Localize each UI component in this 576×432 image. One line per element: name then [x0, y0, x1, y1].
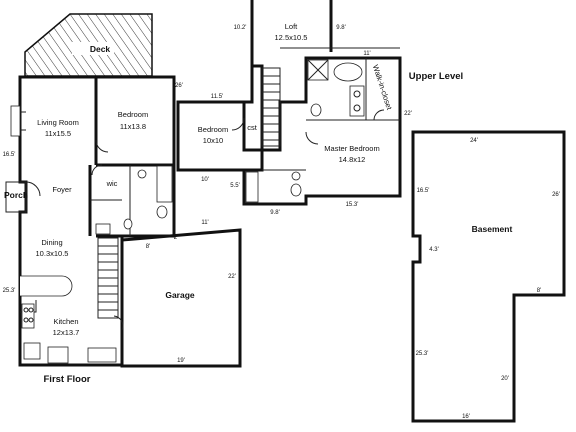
dim-loft-10-2: 10.2' — [234, 25, 247, 31]
kitchen-corner-sink — [23, 342, 41, 360]
dim-base-4-3: 4.3' — [429, 247, 439, 253]
wic-label: wic — [106, 179, 118, 188]
basement-wall — [411, 130, 566, 423]
living-room-label: Living Room — [37, 118, 79, 127]
upper-bedroom-wall — [176, 100, 244, 172]
bathtub — [156, 165, 173, 203]
master-tub — [333, 62, 363, 82]
dim-first-26: 26' — [175, 83, 183, 89]
kitchen-sink — [87, 347, 117, 363]
fireplace — [10, 105, 21, 137]
porch-outline — [5, 181, 27, 213]
dim-base-8: 8' — [537, 288, 541, 294]
hall-tub — [245, 171, 259, 203]
kitchen-size: 12x13.7 — [53, 328, 80, 337]
master-vanity — [349, 85, 365, 117]
dim-upper-22: 22' — [404, 111, 412, 117]
loft-wall — [250, 0, 262, 68]
dim-upper-9-8: 9.8' — [270, 210, 280, 216]
bedroom-upper-size: 10x10 — [203, 136, 223, 145]
garage-label: Garage — [165, 290, 195, 300]
master-door — [305, 131, 319, 145]
walk-in-closet-label: Walk-in-closet — [371, 64, 394, 112]
dim-base-16: 16' — [462, 414, 470, 420]
dim-first-16-5: 16.5' — [3, 152, 16, 158]
dishwasher — [47, 346, 69, 364]
master-bedroom-size: 14.8x12 — [339, 155, 366, 164]
dim-base-25-3: 25.3' — [416, 351, 429, 357]
loft-size: 12.5x10.5 — [275, 33, 308, 42]
loft-label: Loft — [285, 22, 298, 31]
kitchen-label: Kitchen — [53, 317, 78, 326]
basement: Basement 24' 16.5' 26' 4.3' 8' 25.3' 20'… — [411, 130, 566, 423]
dim-upper-15-3: 15.3' — [346, 202, 359, 208]
dim-first-22: 22' — [228, 274, 236, 280]
foyer-label: Foyer — [52, 185, 72, 194]
bedroom-door — [95, 139, 109, 153]
upper-level: Loft 12.5x10.5 Bedroom 10x10 cst Walk-in… — [176, 0, 463, 216]
hall-bath-toilet — [290, 183, 302, 197]
dim-first-25-3: 25.3' — [3, 288, 16, 294]
upper-level-title: Upper Level — [409, 71, 463, 82]
washer — [95, 223, 111, 235]
bedroom-first-size: 11x13.8 — [120, 122, 146, 131]
toilet — [156, 205, 168, 219]
dim-base-26: 26' — [552, 192, 560, 198]
dim-loft-9-8: 9.8' — [336, 25, 346, 31]
dim-upper-11: 11' — [363, 51, 370, 57]
master-toilet — [310, 103, 322, 117]
bedroom-upper-label: Bedroom — [198, 125, 228, 134]
dim-upper-11-5: 11.5' — [211, 94, 223, 100]
dim-base-24: 24' — [470, 138, 478, 144]
deck-label-bg — [72, 42, 114, 55]
dim-first-19: 19' — [177, 358, 185, 364]
dining-size: 10.3x10.5 — [36, 249, 69, 258]
master-bedroom-label: Master Bedroom — [324, 144, 379, 153]
garage-door-swing — [113, 315, 124, 331]
upper-stairs — [261, 67, 281, 147]
first-floor-stairs — [97, 237, 119, 319]
dining-label: Dining — [41, 238, 62, 247]
garage-wall — [120, 228, 242, 368]
dim-base-20: 20' — [501, 376, 509, 382]
stove — [21, 303, 35, 329]
kitchen-island — [20, 275, 73, 297]
hall-bath-sink — [291, 171, 301, 181]
upper-bedroom-door — [231, 117, 245, 131]
porch-label: Porch — [4, 190, 28, 200]
dim-upper-5-5: 5.5' — [230, 183, 240, 189]
cst-label: cst — [247, 123, 258, 132]
dim-first-11: 11' — [201, 220, 208, 226]
dim-upper-10: 10' — [201, 177, 209, 183]
dim-first-8: 8' — [146, 244, 150, 250]
first-floor: Deck Living Room 11x15.5 Bedroom 11x13.8… — [3, 13, 242, 385]
wic-door — [91, 164, 103, 176]
bath-sink — [137, 169, 147, 179]
dim-base-16-5: 16.5' — [417, 188, 430, 194]
deck-label: Deck — [90, 44, 111, 54]
basement-label: Basement — [472, 224, 513, 234]
living-room-size: 11x15.5 — [45, 129, 71, 138]
bedroom-first-label: Bedroom — [118, 110, 148, 119]
first-floor-title: First Floor — [44, 374, 91, 385]
front-door — [25, 181, 41, 197]
dim-first-2: 2' — [174, 235, 178, 241]
closet-door — [373, 109, 385, 121]
hall-toilet — [123, 218, 133, 230]
